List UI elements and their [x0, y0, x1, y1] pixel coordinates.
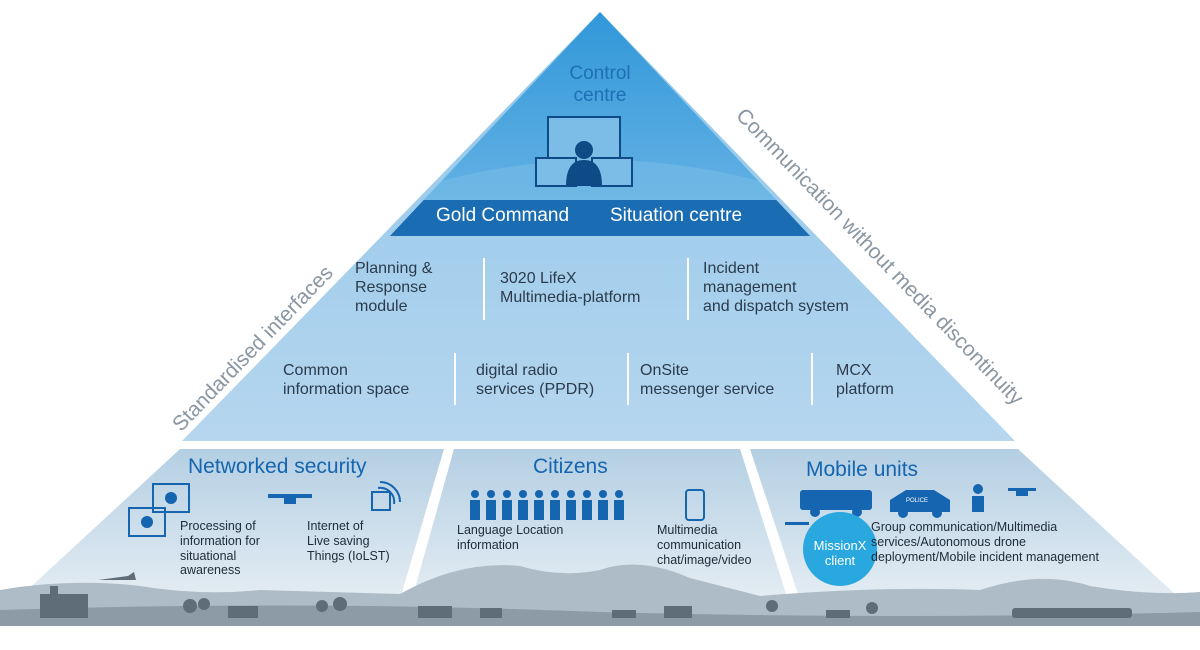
citizen-figure-body	[582, 500, 592, 520]
citizen-figure-head	[551, 490, 559, 498]
networked-item-iolst: Internet of Live saving Things (IoLST)	[307, 519, 390, 563]
citizen-figure-body	[566, 500, 576, 520]
citizen-figure-body	[534, 500, 544, 520]
monitors-icon	[128, 483, 190, 537]
citizens-item-location: Language Location information	[457, 523, 564, 552]
citizen-figure-head	[535, 490, 543, 498]
smartphone-icon	[685, 489, 705, 521]
citizen-figure-head	[567, 490, 575, 498]
citizen-figure-head	[503, 490, 511, 498]
planning-response-module: Planning & Response module	[355, 260, 433, 315]
incident-dispatch-system: Incident management and dispatch system	[703, 260, 849, 315]
networked-item-awareness: Processing of information for situationa…	[180, 519, 260, 578]
module-dividers	[454, 258, 813, 405]
police-car-icon: POLICE	[890, 490, 950, 518]
iot-signal-icon	[371, 481, 401, 511]
mobile-item-services: Group communication/Multimedia services/…	[871, 520, 1099, 564]
mobile-units-title: Mobile units	[806, 458, 919, 481]
digital-radio-services: digital radio services (PPDR)	[476, 362, 595, 398]
citizen-figure-head	[519, 490, 527, 498]
lifex-platform: 3020 LifeX Multimedia-platform	[500, 270, 641, 306]
citizens-item-multimedia: Multimedia communication chat/image/vide…	[657, 523, 752, 567]
mcx-platform: MCX platform	[836, 362, 894, 398]
operator-monitor-icon	[535, 116, 633, 187]
citizen-figure-head	[583, 490, 591, 498]
common-information-space: Common information space	[283, 362, 410, 398]
networked-security-title: Networked security	[188, 455, 367, 478]
situation-centre-label: Situation centre	[610, 205, 743, 226]
missionx-badge	[803, 512, 877, 586]
citizen-figure-body	[518, 500, 528, 520]
citizen-figure-body	[502, 500, 512, 520]
citizen-figure-body	[486, 500, 496, 520]
missionx-client-label: MissionX client	[813, 538, 867, 569]
drone-icon-mobile	[785, 488, 1036, 525]
citizen-figure-head	[599, 490, 607, 498]
fire-truck-icon	[800, 490, 872, 517]
citizen-figure-head	[615, 490, 623, 498]
citizens-people-icon	[470, 490, 624, 520]
gold-command-label: Gold Command	[436, 205, 570, 226]
citizen-figure-body	[470, 500, 480, 520]
officer-icon	[972, 484, 984, 512]
drone-icon	[268, 494, 312, 504]
citizen-figure-head	[487, 490, 495, 498]
onsite-messenger-service: OnSite messenger service	[640, 362, 775, 398]
section-networked-bg	[10, 449, 444, 606]
citizens-title: Citizens	[533, 455, 608, 478]
citizen-figure-head	[471, 490, 479, 498]
control-centre-label: Control centre	[569, 63, 631, 107]
landscape	[0, 564, 1200, 626]
citizen-figure-body	[614, 500, 624, 520]
citizen-figure-body	[550, 500, 560, 520]
citizen-figure-body	[598, 500, 608, 520]
svg-text:POLICE: POLICE	[906, 498, 928, 504]
